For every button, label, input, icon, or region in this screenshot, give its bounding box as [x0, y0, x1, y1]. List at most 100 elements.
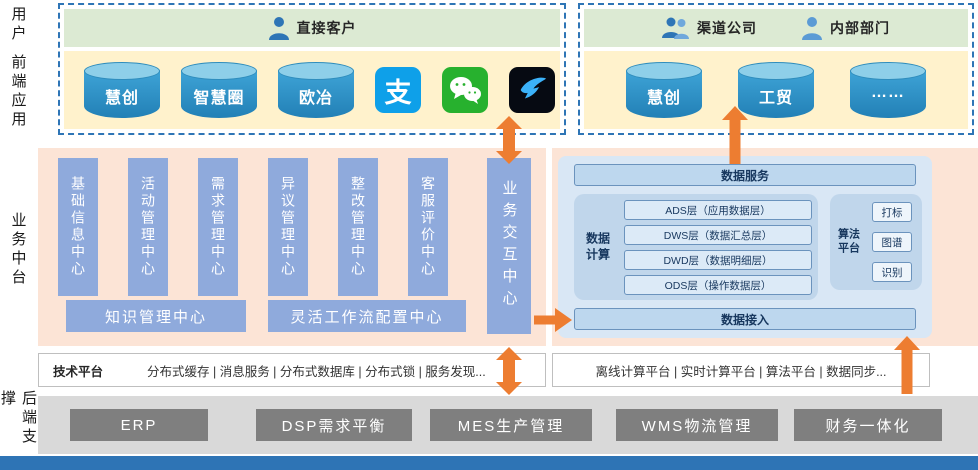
- data-compute-group: 数据计算 ADS层（应用数据层） DWS层（数据汇总层） DWD层（数据明细层）…: [574, 194, 818, 300]
- people-icon: [662, 17, 689, 39]
- algo-item-label: 打标: [881, 206, 903, 219]
- center-label: 异议管理中心: [280, 176, 296, 278]
- cylinder-label: ……: [871, 84, 905, 101]
- layer-ads: ADS层（应用数据层）: [624, 200, 812, 220]
- internal-dept-header: 内部部门: [801, 16, 890, 40]
- channel-internal-box: 渠道公司 内部部门 慧创 工贸 ……: [578, 3, 974, 135]
- layer-dws: DWS层（数据汇总层）: [624, 225, 812, 245]
- cylinder-top: [278, 62, 354, 80]
- internal-dept-label: 内部部门: [830, 20, 890, 36]
- cylinder-ellipsis: ……: [850, 62, 926, 118]
- center-activity-mgmt: 活动管理中心: [128, 158, 168, 296]
- side-label-frontend-text: 前端应用: [9, 54, 27, 130]
- cylinder-top: [850, 62, 926, 80]
- arrow-up-backend-dataaccess: [894, 336, 920, 394]
- alipay-icon: 支: [375, 67, 421, 113]
- center-label: 业务交互中心: [500, 180, 518, 312]
- cylinder-label: 慧创: [104, 90, 139, 107]
- arrow-updown-business-backend: [496, 347, 522, 395]
- person-icon: [802, 17, 822, 40]
- cylinder-top: [181, 62, 257, 80]
- data-tech-items: 离线计算平台 | 实时计算平台 | 算法平台 | 数据同步...: [595, 364, 887, 379]
- algo-item-recognition: 识别: [872, 262, 912, 282]
- tech-platform-strip-left: 技术平台 分布式缓存 | 消息服务 | 分布式数据库 | 分布式锁 | 服务发现…: [38, 353, 546, 387]
- backend-label: 财务一体化: [825, 417, 911, 435]
- layer-label: ADS层（应用数据层）: [665, 204, 771, 217]
- data-platform-inner: 数据服务 数据计算 ADS层（应用数据层） DWS层（数据汇总层） DWD层（数…: [558, 156, 932, 338]
- algo-item-graph: 图谱: [872, 232, 912, 252]
- layer-dwd: DWD层（数据明细层）: [624, 250, 812, 270]
- cylinder-top: [84, 62, 160, 80]
- cylinder-top: [626, 62, 702, 80]
- bottom-accent-bar: [0, 456, 978, 470]
- center-rectification-mgmt: 整改管理中心: [338, 158, 378, 296]
- business-platform-panel: 基础信息中心 活动管理中心 需求管理中心 异议管理中心 整改管理中心 客服评价中…: [38, 148, 546, 346]
- dingtalk-icon: [509, 67, 555, 113]
- center-label: 活动管理中心: [140, 176, 156, 278]
- backend-dsp: DSP需求平衡: [256, 409, 412, 441]
- backend-label: ERP: [120, 416, 158, 434]
- direct-customer-label: 直接客户: [296, 20, 357, 36]
- backend-wms: WMS物流管理: [616, 409, 778, 441]
- side-label-business: 业务中台: [2, 190, 34, 310]
- center-label: 需求管理中心: [210, 176, 226, 278]
- center-label: 客服评价中心: [420, 176, 436, 278]
- side-label-users: 用户: [2, 4, 34, 46]
- algo-item-label: 识别: [881, 266, 903, 279]
- alipay-char: 支: [384, 77, 412, 108]
- cylinder-ouye: 欧冶: [278, 62, 354, 118]
- cylinder-top: [738, 62, 814, 80]
- arrow-up-dataservice-frontend: [722, 106, 748, 164]
- backend-label: DSP需求平衡: [281, 417, 387, 435]
- cylinder-label: 工贸: [758, 90, 793, 107]
- side-label-users-text: 用户: [9, 6, 27, 44]
- direct-customer-apps-strip: 慧创 智慧圈 欧冶 支: [64, 51, 560, 129]
- channel-company-label: 渠道公司: [697, 20, 757, 36]
- center-business-interaction: 业务交互中心: [487, 158, 531, 334]
- side-label-backend: 后端支撑: [0, 390, 37, 454]
- backend-mes: MES生产管理: [430, 409, 592, 441]
- data-access-bar: 数据接入: [574, 308, 916, 330]
- wechat-icon: [442, 67, 488, 113]
- data-service-label: 数据服务: [720, 168, 769, 183]
- center-demand-mgmt: 需求管理中心: [198, 158, 238, 296]
- algo-platform-label: 算法平台: [838, 228, 860, 255]
- side-label-backend-text: 后端支撑: [0, 390, 37, 447]
- center-basic-info: 基础信息中心: [58, 158, 98, 296]
- algo-platform-group: 算法平台 打标 图谱 识别: [830, 194, 922, 290]
- algo-item-label: 图谱: [881, 236, 903, 249]
- data-platform-panel: 数据服务 数据计算 ADS层（应用数据层） DWS层（数据汇总层） DWD层（数…: [552, 148, 978, 346]
- layer-ods: ODS层（操作数据层）: [624, 275, 812, 295]
- center-label: 知识管理中心: [104, 308, 207, 326]
- side-label-business-text: 业务中台: [9, 212, 27, 288]
- cylinder-huichuang: 慧创: [84, 62, 160, 118]
- layer-label: DWD层（数据明细层）: [663, 254, 773, 267]
- backend-label: MES生产管理: [457, 417, 565, 435]
- center-knowledge-mgmt: 知识管理中心: [66, 300, 246, 332]
- cylinder-label: 智慧圈: [193, 90, 245, 107]
- center-label: 整改管理中心: [350, 176, 366, 278]
- channel-company-header: 渠道公司: [662, 16, 757, 40]
- center-label: 灵活工作流配置中心: [290, 308, 444, 326]
- person-icon: [268, 17, 289, 40]
- backend-erp: ERP: [70, 409, 208, 441]
- cylinder-label: 慧创: [646, 90, 681, 107]
- cylinder-zhihuiquan: 智慧圈: [181, 62, 257, 118]
- direct-customer-box: 直接客户 慧创 智慧圈 欧冶 支: [58, 3, 566, 135]
- cylinder-huichuang-2: 慧创: [626, 62, 702, 118]
- layer-label: ODS层（操作数据层）: [664, 279, 772, 292]
- tech-platform-strip-right: 离线计算平台 | 实时计算平台 | 算法平台 | 数据同步...: [552, 353, 930, 387]
- cylinder-label: 欧冶: [298, 90, 333, 107]
- data-compute-label: 数据计算: [585, 231, 610, 261]
- channel-internal-header-strip: 渠道公司 内部部门: [584, 9, 968, 47]
- wechat-bubbles: [450, 77, 481, 104]
- layer-label: DWS层（数据汇总层）: [663, 229, 773, 242]
- arrow-updown-frontend-business: [496, 116, 522, 164]
- center-objection-mgmt: 异议管理中心: [268, 158, 308, 296]
- arrow-right-business-dataaccess: [534, 308, 572, 332]
- channel-apps-strip: 慧创 工贸 ……: [584, 51, 968, 129]
- cylinder-gongmao: 工贸: [738, 62, 814, 118]
- dingtalk-wing: [520, 77, 547, 99]
- side-label-frontend: 前端应用: [2, 48, 34, 136]
